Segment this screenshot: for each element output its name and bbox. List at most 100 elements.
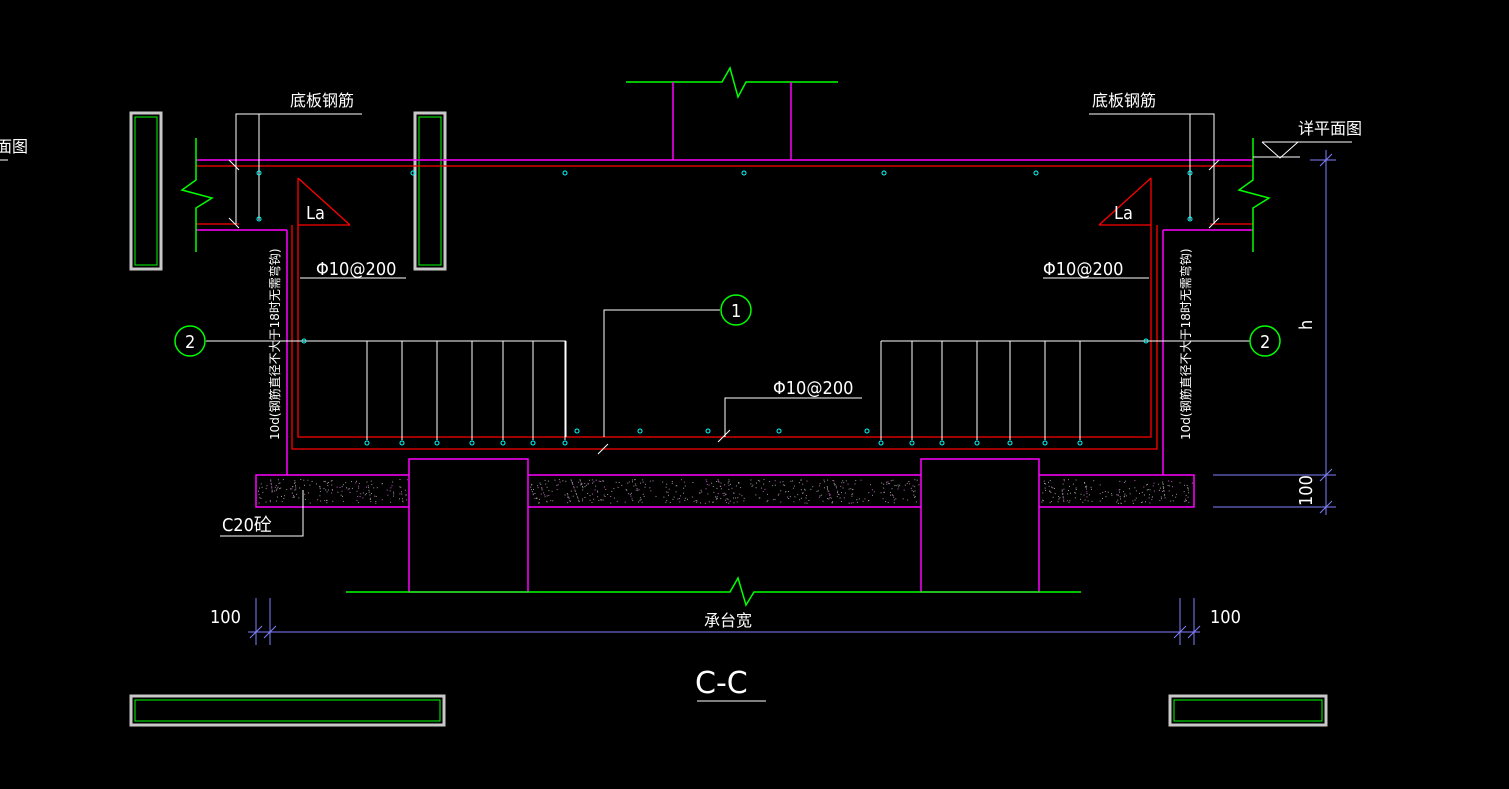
hatch-speck — [634, 483, 636, 485]
hatch-speck — [777, 494, 779, 496]
hatch-speck — [1049, 491, 1051, 492]
hatch-speck — [841, 482, 843, 484]
hatch-speck — [1149, 502, 1151, 504]
hatch-speck — [402, 501, 404, 503]
rebar-dot — [974, 440, 980, 446]
hatch-speck — [610, 502, 612, 504]
hatch-speck — [613, 488, 615, 490]
hatch-speck — [295, 484, 296, 486]
hatch-speck — [588, 483, 590, 485]
hatch-speck — [616, 500, 618, 502]
hatch-speck — [728, 488, 730, 490]
hatch-speck — [1184, 484, 1185, 486]
hatch-speck — [572, 483, 574, 485]
hatch-speck — [808, 500, 810, 501]
hatch-speck — [650, 490, 652, 492]
hatch-speck — [832, 480, 834, 481]
hatch-speck — [326, 502, 328, 504]
hatch-speck — [548, 495, 550, 496]
hatch-speck — [788, 491, 789, 492]
hatch-speck — [1111, 493, 1113, 495]
hatch-speck — [667, 491, 669, 493]
hatch-speck — [565, 480, 567, 482]
hatch-speck — [1117, 502, 1119, 504]
hatch-speck — [351, 487, 353, 489]
hatch-speck — [1063, 479, 1065, 481]
hatch-speck — [700, 489, 702, 491]
hatch-speck — [1093, 480, 1095, 482]
hatch-speck — [294, 480, 296, 482]
hatch-speck — [275, 500, 277, 502]
rebar-dot — [1042, 440, 1048, 446]
hatch-speck — [336, 486, 338, 488]
hatch-speck — [337, 491, 339, 493]
hatch-speck — [399, 498, 400, 500]
hatch-speck — [258, 493, 260, 495]
hatch-speck — [831, 502, 833, 504]
hatch-speck — [536, 498, 538, 500]
hatch-speck — [540, 484, 542, 486]
hatch-speck — [371, 484, 373, 485]
hatch-speck — [1051, 486, 1053, 488]
cap-outline — [196, 159, 1253, 593]
hatch-speck — [1044, 487, 1046, 489]
hatch-speck — [728, 502, 730, 504]
hatch-speck — [1119, 480, 1121, 482]
hatch-speck — [870, 484, 871, 486]
hatch-speck — [679, 498, 681, 500]
hatch-speck — [367, 485, 369, 487]
label-dim-100-right: 100 — [1210, 607, 1241, 628]
rebar-dot — [1007, 440, 1013, 446]
hatch-speck — [713, 491, 715, 493]
hatch-speck — [1042, 492, 1044, 494]
hatch-speck — [270, 479, 272, 481]
hatch-speck — [546, 495, 548, 497]
hatch-speck — [789, 496, 791, 498]
hatch-speck — [541, 487, 543, 489]
hatch-speck — [298, 497, 300, 499]
label-section-title: C-C — [695, 666, 748, 701]
hatch-speck — [720, 486, 722, 487]
hatch-speck — [290, 488, 292, 490]
hatch-speck — [284, 495, 286, 497]
rebar-dot — [741, 170, 747, 176]
hatch-speck — [341, 490, 343, 492]
hatch-speck — [1067, 493, 1069, 495]
hatch-speck — [554, 479, 556, 481]
hatch-speck — [772, 499, 774, 501]
hatch-speck — [577, 497, 579, 499]
wall-frame-mid-inner — [418, 116, 442, 266]
hatch-speck — [371, 493, 372, 494]
hatch-speck — [1185, 498, 1187, 500]
hatch-speck — [1070, 492, 1071, 494]
hatch-speck — [794, 496, 796, 498]
hatch-speck — [332, 489, 333, 491]
hatch-speck — [1041, 501, 1043, 503]
hatch-speck — [639, 497, 641, 499]
hatch-speck — [342, 500, 344, 502]
hatch-speck — [914, 496, 916, 498]
hatch-speck — [387, 494, 389, 496]
hatch-speck — [356, 499, 358, 501]
hatch-speck — [668, 488, 670, 490]
hatch-speck — [826, 486, 828, 488]
hatch-speck — [824, 487, 825, 489]
hatch-speck — [1054, 488, 1055, 489]
hatch-speck — [319, 485, 321, 487]
hatch-speck — [582, 489, 584, 491]
hatch-speck — [401, 493, 403, 495]
hatch-speck — [707, 493, 709, 495]
hatch-speck — [1050, 501, 1052, 502]
hatch-speck — [712, 501, 714, 503]
label-bottom-rebar-right: 底板钢筋 — [1092, 91, 1156, 110]
hatch-speck — [1082, 501, 1084, 503]
hatch-speck — [1187, 489, 1189, 491]
hatch-speck — [1069, 485, 1070, 487]
label-c20: C20砼 — [222, 515, 272, 536]
hatch-speck — [574, 489, 576, 491]
hatch-speck — [1052, 496, 1054, 498]
hatch-speck — [726, 498, 728, 500]
rebar-dot — [364, 440, 370, 446]
hatch-speck — [882, 498, 884, 500]
hatch-speck — [1116, 494, 1118, 496]
